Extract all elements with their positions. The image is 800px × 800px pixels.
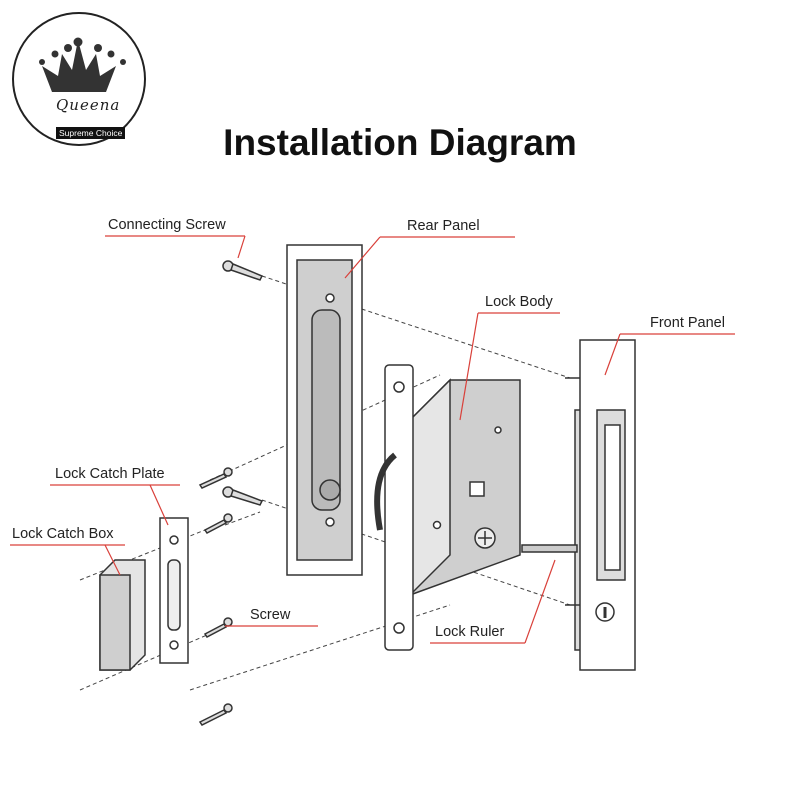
connecting-screw-icon — [222, 486, 264, 506]
faceplate — [374, 364, 414, 651]
brand-logo: Queena Supreme Choice — [10, 10, 148, 148]
lock-catch-plate — [159, 517, 189, 664]
logo-brand-name: Queena — [56, 96, 121, 114]
label-rear-panel: Rear Panel — [407, 218, 480, 234]
connecting-screw-icon — [222, 260, 264, 281]
label-lock-catch-plate: Lock Catch Plate — [55, 466, 165, 482]
label-front-panel: Front Panel — [650, 315, 725, 331]
screw-icon — [203, 617, 233, 638]
label-lock-ruler: Lock Ruler — [435, 624, 505, 640]
screws — [198, 260, 264, 726]
logo-tagline: Supreme Choice — [56, 127, 126, 139]
screw-icon — [198, 703, 233, 726]
leader-lines — [10, 235, 735, 644]
crown-logo-graphic — [12, 12, 146, 146]
lock-body — [409, 378, 521, 597]
lock-catch-box — [99, 559, 146, 671]
screw-icon — [203, 513, 233, 534]
label-lock-catch-box: Lock Catch Box — [12, 526, 114, 542]
lock-ruler — [521, 544, 578, 553]
label-screw: Screw — [250, 607, 291, 623]
label-lock-body: Lock Body — [485, 294, 553, 310]
page-title: Installation Diagram — [223, 122, 577, 163]
rear-panel — [286, 244, 363, 576]
label-connecting-screw: Connecting Screw — [108, 217, 226, 233]
front-panel — [565, 339, 636, 671]
screw-icon — [198, 467, 233, 489]
